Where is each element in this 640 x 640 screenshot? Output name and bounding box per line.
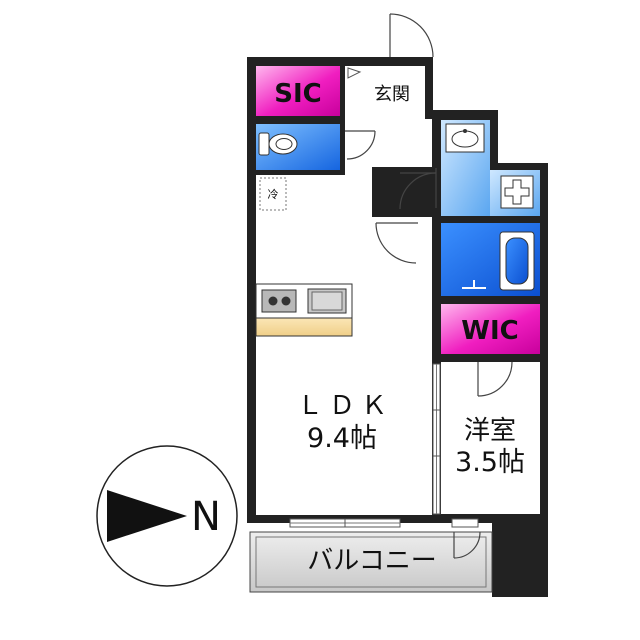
toilet-door [345, 130, 376, 160]
fridge-space [259, 177, 287, 211]
western-room-size: 3.5帖 [455, 447, 525, 478]
ldk-floor-hall-link [372, 167, 432, 217]
stove-icon [261, 289, 297, 313]
washroom-door [399, 168, 437, 210]
ldk-size: 9.4帖 [307, 423, 377, 454]
compass: N [96, 445, 238, 587]
bathtub-icon [499, 231, 535, 291]
toilet-icon [258, 132, 298, 156]
balcony-floor [249, 531, 493, 593]
western-room-window [451, 518, 479, 528]
fridge-label: 冷 [268, 188, 279, 201]
entrance-floor [345, 66, 425, 119]
hall-floor-lower [372, 119, 432, 167]
balcony-window [289, 518, 401, 528]
wash-basin-icon [445, 123, 485, 153]
balcony-railing [255, 536, 487, 588]
balcony-label: バルコニー [307, 546, 436, 576]
ldk-name: ＬＤＫ [297, 391, 393, 421]
entrance-door [389, 13, 434, 58]
western-room-floor [441, 362, 540, 514]
sic-storage [256, 66, 340, 116]
washing-machine-icon [500, 175, 534, 209]
compass-north-label: N [191, 494, 221, 540]
sink-icon [307, 288, 347, 314]
ldk-door [375, 222, 418, 264]
wic-storage [441, 304, 540, 354]
genkan-label: 玄関 [374, 84, 410, 105]
ldk-floor [256, 175, 432, 515]
sliding-partition [432, 363, 441, 515]
kitchen-counter-top [255, 317, 353, 337]
shower-icon [462, 280, 486, 289]
sic-label: SIC [274, 79, 321, 109]
western-room-door [477, 361, 513, 397]
wic-label: WIC [461, 316, 518, 346]
balcony-door [453, 531, 481, 559]
north-arrow-icon [107, 490, 187, 542]
entry-step-marker [347, 67, 362, 79]
western-room-name: 洋室 [464, 416, 516, 446]
